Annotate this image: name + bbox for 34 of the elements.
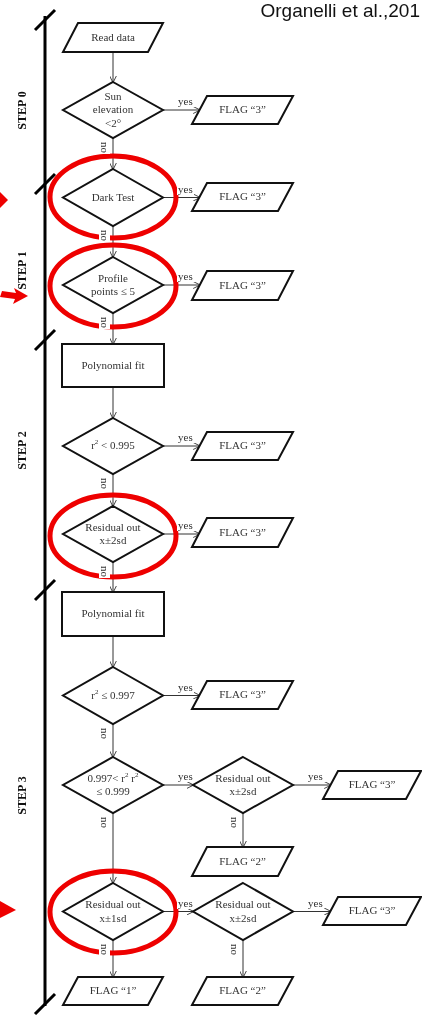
step-label: STEP 3 [14,775,30,815]
node-text: Read data [91,30,135,45]
edge-label: no [99,141,110,154]
node-text: Residual out x±2sd [84,520,142,548]
node-text: Sun elevation <2° [91,90,135,130]
node-text: Polynomial fit [81,607,145,621]
node-text: Profile points ≤ 5 [90,271,136,299]
node-text: FLAG “3” [219,278,266,293]
node-text: FLAG “3” [219,525,266,540]
node-text: 0.997< r$^{2}$ r$^{2}$ ≤ 0.999 [87,771,139,799]
step-label: STEP 1 [14,250,30,290]
node-text: Residual out x±1sd [84,898,142,925]
node-text: Residual out x±2sd [214,898,272,925]
node-text: Dark Test [91,190,135,205]
node-text: FLAG “3” [219,439,266,453]
step-label: STEP 0 [14,90,30,130]
edge-label: no [99,316,110,329]
citation: Organelli et al.,201 [260,0,420,22]
node-text: r$^{2}$ ≤ 0.997 [91,688,135,703]
node-text: FLAG “3” [348,904,396,918]
node-text: Residual out x±2sd [214,771,272,799]
node-text: FLAG “1” [89,984,137,998]
node-text: FLAG “3” [348,778,396,792]
node-text: FLAG “2” [219,984,266,998]
node-text: FLAG “2” [219,854,266,869]
edge-label: no [99,229,110,242]
node-text: FLAG “3” [219,190,266,204]
node-text: r$^{2}$ < 0.995 [91,439,135,453]
step-label: STEP 2 [14,430,30,470]
node-text: FLAG “3” [219,103,266,117]
node-text: Polynomial fit [81,358,145,373]
edge-label: no [99,565,110,578]
node-text: FLAG “3” [219,688,266,702]
edge-label: no [99,943,110,956]
